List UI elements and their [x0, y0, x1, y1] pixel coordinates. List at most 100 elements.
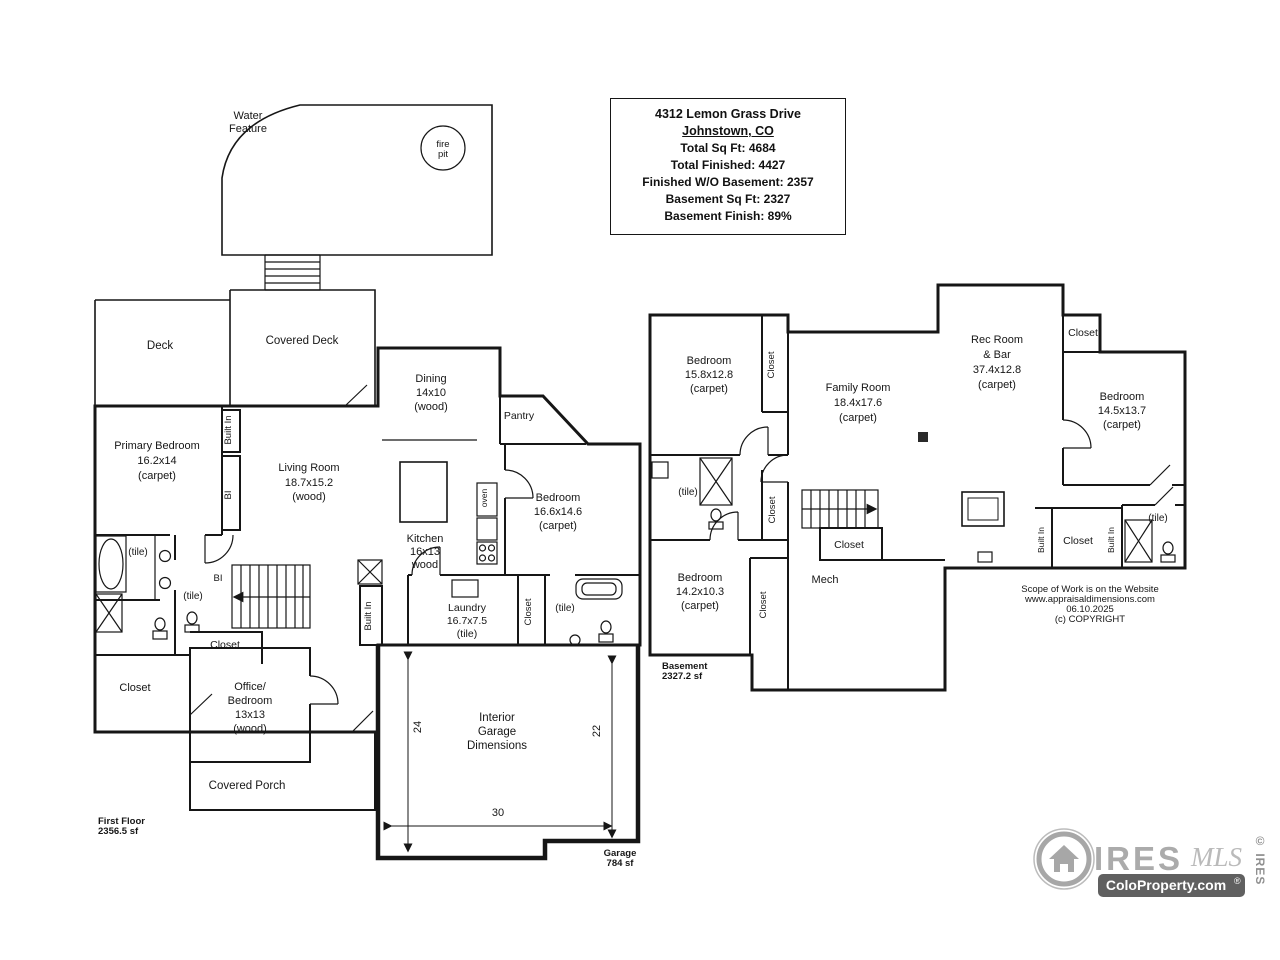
- first-floor-label: First Floor: [98, 816, 145, 827]
- office-floor: (wood): [233, 723, 267, 735]
- bedroom-size: 15.8x12.8: [685, 369, 733, 381]
- built-in-crossed-box-icon: [357, 559, 383, 585]
- garage-walls: [375, 645, 641, 861]
- ires-brand-text: IRES: [1094, 840, 1183, 877]
- coloproperty-badge: [1098, 874, 1245, 897]
- property-info-box: 4312 Lemon Grass Drive Johnstown, CO Tot…: [610, 98, 846, 235]
- stairs-first-floor-icon: [231, 564, 311, 629]
- bathtub-icon: [98, 538, 124, 590]
- total-finished: Total Finished: 4427: [670, 158, 786, 172]
- bedroom-floor: (carpet): [681, 600, 719, 612]
- garage-label: Interior: [479, 712, 515, 724]
- toilet-icon: [710, 508, 722, 522]
- living-room-label: Living Room: [278, 462, 339, 474]
- primary-bedroom-floor: (carpet): [138, 470, 176, 482]
- ires-watermark: IRES MLS ColoProperty.com ®: [1028, 824, 1253, 900]
- covered-porch-outline: [189, 732, 376, 811]
- built-in-label: Built In: [1106, 527, 1116, 553]
- garage-sqft-label: Garage: [604, 848, 637, 859]
- rec-room-size: 37.4x12.8: [973, 364, 1021, 376]
- basement-bath-fixtures: [651, 457, 1176, 563]
- door-swings-first-floor: [189, 384, 534, 733]
- family-room-label: Family Room: [826, 382, 891, 394]
- scope-of-work-line: Scope of Work is on the Website: [1021, 584, 1158, 595]
- property-city: Johnstown, CO: [682, 124, 774, 138]
- washer-icon: [451, 579, 479, 598]
- toilet-icon: [1162, 541, 1174, 555]
- pantry-label: Pantry: [504, 410, 535, 422]
- family-room-size: 18.4x17.6: [834, 397, 882, 409]
- garage-sqft: 784 sf: [607, 858, 635, 869]
- mech-label: Mech: [812, 574, 839, 586]
- laundry-label: Laundry: [448, 602, 487, 614]
- covered-porch-label: Covered Porch: [209, 780, 286, 792]
- bi-label: BI: [223, 491, 234, 500]
- closet-label: Closet: [523, 598, 534, 625]
- built-in-label: Built In: [1036, 527, 1046, 553]
- dining-floor: (wood): [414, 401, 448, 413]
- deck-steps-icon: [264, 254, 321, 291]
- oven-range-icon: [476, 482, 498, 565]
- shower-icon: [699, 457, 733, 506]
- garage-dim-30: 30: [492, 807, 504, 819]
- hall-bath-fixtures: [451, 578, 623, 646]
- sink-icon: [158, 576, 172, 590]
- closet-label: Closet: [1068, 327, 1098, 339]
- tile-label: (tile): [128, 547, 147, 558]
- side-copyright-text: © IRES: [1253, 834, 1267, 886]
- scope-of-work-line: (c) COPYRIGHT: [1055, 614, 1125, 625]
- family-room-floor: (carpet): [839, 412, 877, 424]
- bathtub-icon: [575, 578, 623, 600]
- bedroom-label: Bedroom: [1100, 391, 1145, 403]
- scope-of-work-line: www.appraisaldimensions.com: [1024, 594, 1155, 605]
- rec-room-floor: (carpet): [978, 379, 1016, 391]
- toilet-icon: [600, 620, 612, 634]
- garage-label: Dimensions: [467, 740, 527, 752]
- kitchen-label: Kitchen: [407, 533, 444, 545]
- sink-icon: [651, 461, 669, 479]
- toilet-icon: [154, 617, 166, 631]
- kitchen-counter-lines: [154, 439, 477, 600]
- laundry-floor: (tile): [457, 628, 477, 640]
- bedroom-label: Bedroom: [687, 355, 732, 367]
- closet-label: Closet: [767, 496, 778, 523]
- bi-label: BI: [214, 573, 223, 584]
- closet-label: Closet: [210, 639, 240, 651]
- bedroom-floor: (carpet): [539, 520, 577, 532]
- shower-icon: [1124, 519, 1153, 563]
- dining-label: Dining: [415, 373, 446, 385]
- basement-sqft: Basement Sq Ft: 2327: [665, 192, 791, 206]
- finished-wo-basement: Finished W/O Basement: 2357: [642, 175, 814, 189]
- bedroom-size: 16.6x14.6: [534, 506, 582, 518]
- garage-label: Garage: [478, 726, 516, 738]
- first-floor-exterior-walls: [93, 346, 642, 734]
- door-swings-basement: [709, 419, 1174, 541]
- bedroom-floor: (carpet): [690, 383, 728, 395]
- tile-label: (tile): [1148, 513, 1167, 524]
- mech-unit-icon: [977, 551, 993, 563]
- bedroom-size: 14.2x10.3: [676, 586, 724, 598]
- oven-label: oven: [479, 489, 489, 508]
- tile-label: (tile): [555, 603, 574, 614]
- coloproperty-text: ColoProperty.com: [1106, 877, 1226, 893]
- closet-label: Closet: [758, 591, 769, 618]
- stairs-basement-icon: [801, 489, 879, 529]
- bedroom-label: Bedroom: [678, 572, 723, 584]
- closet-label: Closet: [766, 351, 777, 378]
- bar-counter-icon: [961, 491, 1005, 527]
- office-size: 13x13: [235, 709, 265, 721]
- basement-exterior-walls: [648, 283, 1187, 692]
- deck-label: Deck: [147, 340, 173, 352]
- deck-outline: [94, 289, 376, 406]
- kitchen-size: 16x13: [410, 546, 440, 558]
- garage-dim-24: 24: [412, 721, 424, 733]
- kitchen-floor: wood: [411, 559, 438, 571]
- basement-finish: Basement Finish: 89%: [664, 209, 792, 223]
- closet-label: Closet: [834, 539, 864, 551]
- closet-label: Closet: [119, 682, 150, 694]
- toilet-icon: [186, 611, 198, 625]
- fire-pit-label: pit: [438, 149, 448, 160]
- registered-mark: ®: [1234, 876, 1241, 886]
